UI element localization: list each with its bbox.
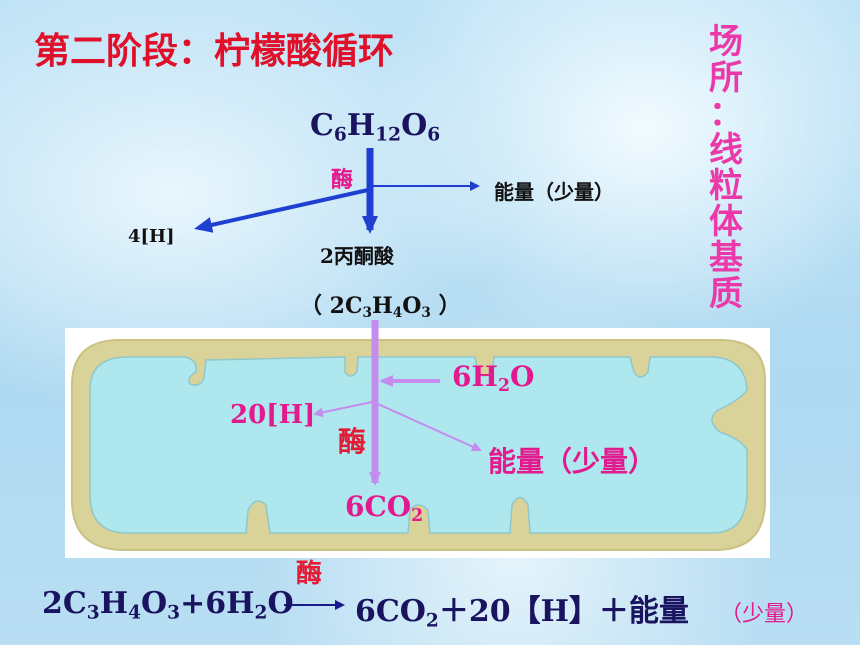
location-char: 线 — [709, 130, 743, 170]
mitochondrion-matrix — [89, 356, 748, 534]
location-char: 场 — [709, 22, 743, 62]
location-char: 体 — [709, 202, 743, 242]
equation-enzyme-label: 酶 — [296, 559, 323, 589]
pyruvate-formula: （ 2C3H4O3 ） — [300, 293, 461, 322]
equation-left-side: 2C3H4O3+6H2O — [42, 586, 294, 624]
enzyme-label-top: 酶 — [331, 167, 354, 193]
hydrogen-label-matrix: 20[H] — [230, 400, 316, 430]
location-char: 基 — [709, 238, 743, 278]
energy-label-matrix: 能量（少量） — [488, 445, 657, 478]
page-title: 第二阶段：柠檬酸循环 — [34, 30, 395, 72]
equation-note: （少量） — [720, 602, 809, 627]
enzyme-label-matrix: 酶 — [338, 425, 367, 458]
equation-right-side: 6CO2＋20【H】＋能量 — [355, 594, 689, 632]
energy-label-top: 能量（少量） — [494, 180, 614, 204]
pyruvate-label: 2丙酮酸 — [320, 244, 394, 268]
glucose-formula: C6H12O6 — [310, 108, 441, 146]
energy-arrow-matrix — [377, 403, 482, 452]
hydrogen-arrow-top — [194, 188, 369, 233]
location-char: 粒 — [709, 166, 743, 206]
location-char: ： — [709, 94, 743, 134]
water-formula: 6H2O — [452, 360, 535, 397]
location-char: 所 — [709, 58, 743, 98]
hydrogen-arrow-matrix — [313, 401, 373, 418]
location-char: 质 — [709, 274, 743, 314]
hydrogen-label-top: 4[H] — [128, 226, 175, 247]
location-label-vertical: 场 所 ： 线 粒 体 基 质 — [706, 24, 746, 312]
co2-formula: 6CO2 — [345, 490, 424, 527]
